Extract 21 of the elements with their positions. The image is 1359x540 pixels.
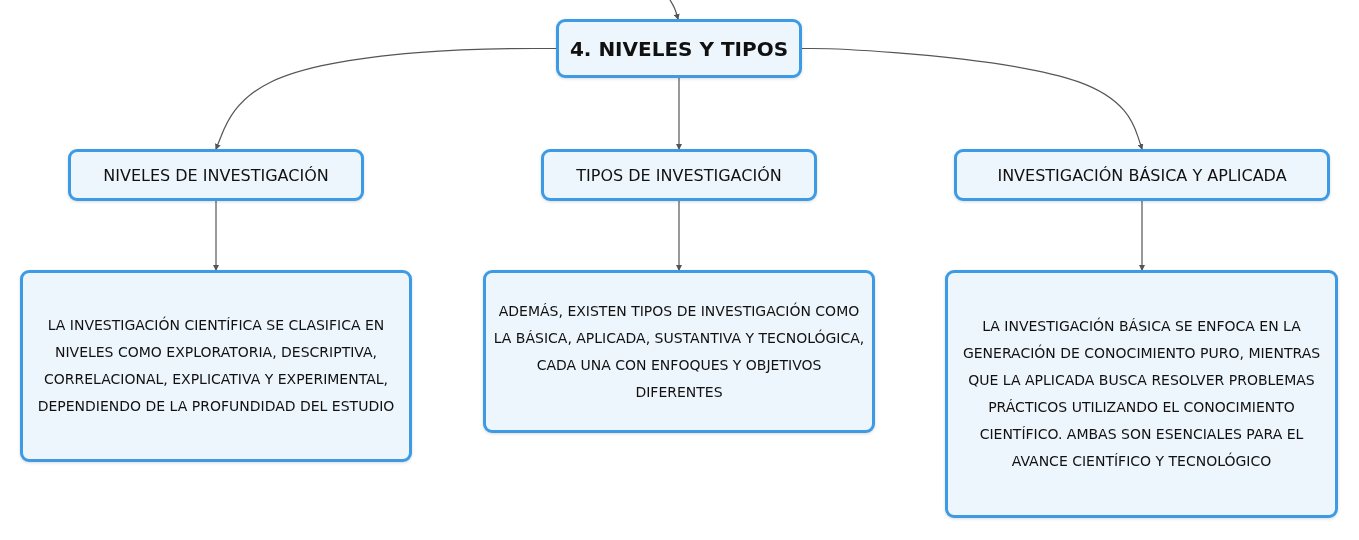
node-text: INVESTIGACIÓN BÁSICA Y APLICADA: [997, 165, 1287, 185]
connector-arrow: [669, 0, 680, 20]
subtopic-box: [68, 149, 364, 201]
subtopic-box: [954, 149, 1330, 201]
description-box: [20, 270, 412, 462]
node-text: ADEMÁS, EXISTEN TIPOS DE INVESTIGACIÓN COMO LA BÁSICA, APLICADA, SUSTANTIVA Y TECNOLÓGICA, CADA UNA CON ENFOQUES Y OBJETIVOS DIFERENTES: [492, 301, 866, 402]
node-text: TIPOS DE INVESTIGACIÓN: [576, 165, 782, 185]
connector-arrow: [213, 200, 219, 271]
description-box: [945, 270, 1338, 518]
node-text: LA INVESTIGACIÓN CIENTÍFICA SE CLASIFICA EN NIVELES COMO EXPLORATORIA, DESCRIPTIVA, CORRELACIONAL, EXPLICATIVA Y EXPERIMENTAL, DEPENDIENDO DE LA PROFUNDIDAD DEL ESTUDIO: [36, 315, 396, 416]
subtopic-box: [541, 149, 817, 201]
topic-box: [556, 19, 802, 78]
node-text: LA INVESTIGACIÓN BÁSICA SE ENFOCA EN LA GENERACIÓN DE CONOCIMIENTO PURO, MIENTRAS QUE LA APLICADA BUSCA RESOLVER PROBLEMAS PRÁCTICOS UTILIZANDO EL CONOCIMIENTO CIENTÍFICO. AMBAS SON ESENCIALES PARA EL AVANCE CIENTÍFICO Y TECNOLÓGICO: [961, 316, 1322, 471]
description-box: [483, 270, 875, 433]
connector-arrow: [801, 47, 1144, 150]
connector-arrow: [215, 47, 557, 150]
connector-arrow: [676, 77, 682, 150]
node-text: 4. NIVELES Y TIPOS: [569, 36, 789, 61]
node-text: NIVELES DE INVESTIGACIÓN: [103, 165, 329, 185]
connector-arrow: [676, 200, 682, 271]
connector-arrow: [1139, 200, 1145, 271]
